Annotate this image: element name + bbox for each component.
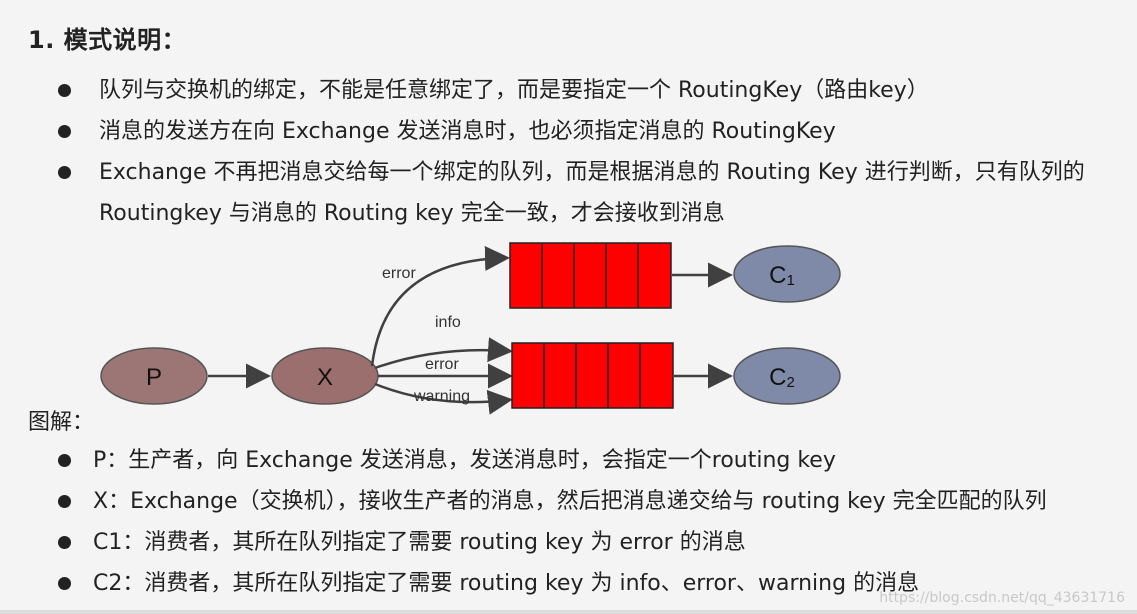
list-item: P：生产者，向 Exchange 发送消息，发送消息时，会指定一个routing… bbox=[58, 440, 1118, 481]
exchange-label: X bbox=[317, 364, 333, 391]
edge-label-error-top: error bbox=[382, 265, 416, 282]
list-item: X：Exchange（交换机），接收生产者的消息，然后把消息递交给与 routi… bbox=[58, 481, 1118, 522]
producer-node bbox=[100, 347, 208, 405]
edge-label-info: info bbox=[435, 314, 461, 331]
producer-label: P bbox=[146, 364, 162, 391]
list-item: Exchange 不再把消息交给每一个绑定的队列，而是根据消息的 Routing… bbox=[58, 152, 1118, 193]
edge-label-error-mid: error bbox=[425, 356, 459, 373]
list-item-text: X：Exchange（交换机），接收生产者的消息，然后把消息递交给与 routi… bbox=[93, 489, 1047, 514]
list-item-text: Exchange 不再把消息交给每一个绑定的队列，而是根据消息的 Routing… bbox=[99, 160, 1085, 185]
exchange-to-queue1-arrow bbox=[370, 245, 510, 367]
legend-list: P：生产者，向 Exchange 发送消息，发送消息时，会指定一个routing… bbox=[58, 440, 1118, 604]
bullet-dot-icon bbox=[58, 536, 71, 549]
bullet-dot-icon bbox=[58, 84, 71, 97]
section-heading: 1. 模式说明： bbox=[28, 26, 187, 54]
routing-diagram: P X error info error warning C1 C2 bbox=[100, 242, 841, 415]
list-item-text: 队列与交换机的绑定，不能是任意绑定了，而是要指定一个 RoutingKey（路由… bbox=[99, 78, 929, 103]
list-item: C2：消费者，其所在队列指定了需要 routing key 为 info、err… bbox=[58, 563, 1118, 604]
watermark: https://blog.csdn.net/qq_43631716 bbox=[879, 590, 1125, 606]
list-item: C1：消费者，其所在队列指定了需要 routing key 为 error 的消… bbox=[58, 522, 1118, 563]
bottom-divider bbox=[0, 610, 1137, 614]
consumer-2-label: C2 bbox=[769, 364, 795, 391]
exchange-to-queue2-warning-arrow bbox=[374, 382, 513, 415]
consumer-1-node bbox=[733, 245, 841, 303]
bullet-dot-icon bbox=[58, 454, 71, 467]
mode-description-list: 队列与交换机的绑定，不能是任意绑定了，而是要指定一个 RoutingKey（路由… bbox=[58, 70, 1118, 234]
list-item-text: C1：消费者，其所在队列指定了需要 routing key 为 error 的消… bbox=[93, 530, 746, 555]
list-item: 队列与交换机的绑定，不能是任意绑定了，而是要指定一个 RoutingKey（路由… bbox=[58, 70, 1118, 111]
consumer-1-label: C1 bbox=[769, 262, 795, 289]
list-item-text: Routingkey 与消息的 Routing key 完全一致，才会接收到消息 bbox=[99, 201, 725, 226]
bullet-dot-icon bbox=[58, 125, 71, 138]
bullet-dot-icon bbox=[58, 166, 71, 179]
exchange-to-queue2-info-arrow bbox=[374, 337, 513, 370]
bullet-dot-icon bbox=[58, 495, 71, 508]
list-item-text: P：生产者，向 Exchange 发送消息，发送消息时，会指定一个routing… bbox=[93, 448, 836, 473]
queue-1 bbox=[509, 242, 672, 309]
queue-2 bbox=[511, 342, 674, 409]
consumer-2-node bbox=[733, 347, 841, 405]
list-item-text: 消息的发送方在向 Exchange 发送消息时，也必须指定消息的 Routing… bbox=[99, 119, 836, 144]
list-item-continuation: Routingkey 与消息的 Routing key 完全一致，才会接收到消息 bbox=[58, 193, 1118, 234]
legend-title: 图解： bbox=[28, 410, 95, 435]
bullet-dot-icon bbox=[58, 577, 71, 590]
list-item-text: C2：消费者，其所在队列指定了需要 routing key 为 info、err… bbox=[93, 571, 920, 596]
edge-label-warning: warning bbox=[413, 388, 470, 405]
list-item: 消息的发送方在向 Exchange 发送消息时，也必须指定消息的 Routing… bbox=[58, 111, 1118, 152]
